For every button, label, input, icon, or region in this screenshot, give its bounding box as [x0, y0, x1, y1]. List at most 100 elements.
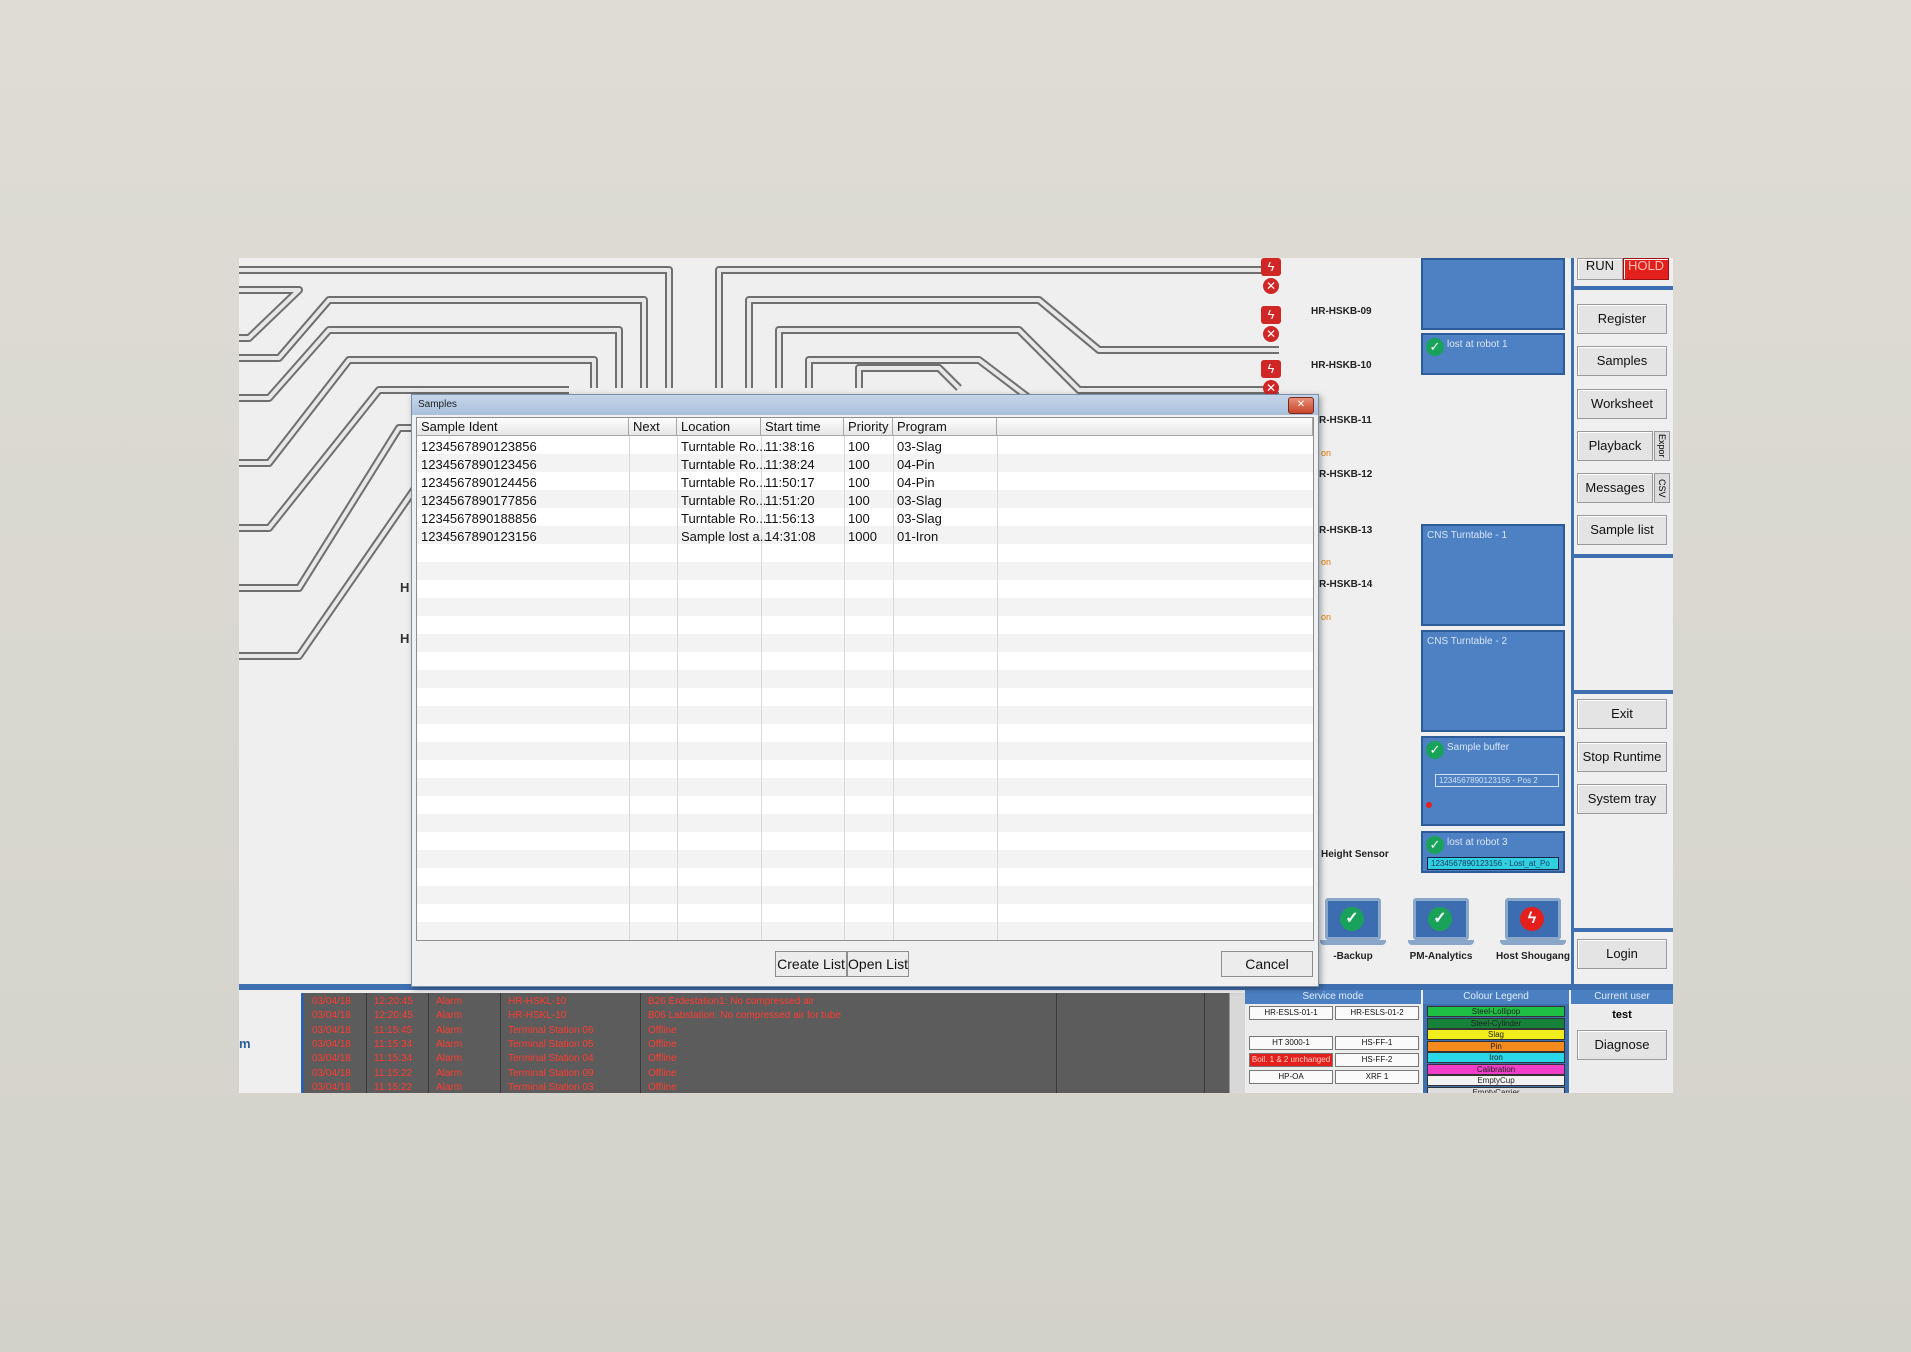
robot-panel[interactable] — [1421, 258, 1565, 330]
exit-button[interactable]: Exit — [1577, 699, 1667, 729]
hold-button[interactable]: HOLD — [1623, 258, 1669, 280]
colour-legend-header: Colour Legend — [1423, 990, 1569, 1004]
close-icon[interactable]: ✕ — [1288, 397, 1314, 414]
column-divider — [677, 436, 678, 940]
buffer-item[interactable]: 1234567890123156 - Pos 2 — [1435, 774, 1559, 787]
log-cell: Terminal Station 04 — [508, 1053, 594, 1065]
status-label: on — [1321, 612, 1332, 622]
laptop-backup[interactable]: ✓ -Backup — [1313, 898, 1393, 962]
log-cell: Alarm — [436, 1081, 463, 1093]
row-stripe — [417, 706, 1313, 724]
log-cell: 11:15:22 — [374, 1081, 413, 1093]
log-cell: 11:15:34 — [374, 1038, 413, 1050]
station-label[interactable]: HR-HSKB-09 — [1311, 306, 1372, 317]
log-cell: Alarm — [436, 1053, 463, 1065]
export-tab[interactable]: Expor — [1654, 431, 1670, 461]
station-status-icons[interactable]: ϟ ✕ — [1261, 258, 1285, 294]
column-header[interactable]: Start time — [761, 418, 844, 436]
row-stripe — [417, 490, 1313, 508]
table-cell: 1234567890124456 — [421, 475, 537, 490]
sample-list-button[interactable]: Sample list — [1577, 515, 1667, 545]
service-mode-item[interactable]: HT 3000-1 — [1249, 1036, 1333, 1050]
close-icon: ✕ — [1263, 278, 1279, 294]
log-scrollbar[interactable] — [1229, 993, 1246, 1093]
station-label[interactable]: R-HSKB-11 — [1319, 415, 1372, 426]
run-button[interactable]: RUN — [1577, 258, 1623, 280]
lost-robot-3-panel[interactable]: ✓ lost at robot 3 1234567890123156 - Los… — [1421, 831, 1565, 873]
column-header[interactable]: Sample Ident — [417, 418, 629, 436]
row-stripe — [417, 562, 1313, 580]
stop-runtime-button[interactable]: Stop Runtime — [1577, 742, 1667, 772]
column-header[interactable]: Location — [677, 418, 761, 436]
panel-title: lost at robot 3 — [1447, 837, 1508, 848]
station-label[interactable]: HR-HSKB-10 — [1311, 360, 1372, 371]
table-cell: 100 — [848, 511, 870, 526]
cancel-button[interactable]: Cancel — [1221, 951, 1313, 977]
table-cell: 03-Slag — [897, 493, 942, 508]
laptop-pm-analytics[interactable]: ✓ PM-Analytics — [1401, 898, 1481, 962]
worksheet-button[interactable]: Worksheet — [1577, 389, 1667, 419]
divider — [1571, 258, 1574, 993]
samples-button[interactable]: Samples — [1577, 346, 1667, 376]
log-column-divider — [500, 993, 501, 1093]
system-tray-button[interactable]: System tray — [1577, 784, 1667, 814]
dialog-title[interactable]: Samples — [412, 395, 1318, 415]
column-header[interactable]: Next — [629, 418, 677, 436]
column-header[interactable]: Priority — [844, 418, 893, 436]
log-cell: Offline — [648, 1081, 677, 1093]
station-label[interactable]: R-HSKB-13 — [1319, 525, 1373, 536]
service-mode-item[interactable]: HS-FF-2 — [1335, 1053, 1419, 1067]
log-cell: Offline — [648, 1038, 677, 1050]
row-stripe — [417, 922, 1313, 940]
table-cell: 1000 — [848, 529, 877, 544]
cns-turntable-1-panel[interactable]: CNS Turntable - 1 — [1421, 524, 1565, 626]
station-label[interactable]: R-HSKB-14 — [1319, 579, 1373, 590]
log-cell: 11:15:34 — [374, 1053, 413, 1065]
service-mode-item[interactable]: HR-ESLS-01-1 — [1249, 1006, 1333, 1020]
login-button[interactable]: Login — [1577, 939, 1667, 969]
service-mode-item[interactable]: Boil. 1 & 2 unchanged — [1249, 1053, 1333, 1067]
csv-tab[interactable]: CSV — [1654, 473, 1670, 503]
log-cell: Offline — [648, 1024, 677, 1036]
track-lines — [239, 266, 1279, 660]
service-mode-item[interactable]: HR-ESLS-01-2 — [1335, 1006, 1419, 1020]
log-cell: Alarm — [436, 1067, 463, 1079]
station-status-icons[interactable]: ϟ ✕ — [1261, 360, 1285, 396]
create-list-button[interactable]: Create List — [775, 951, 847, 977]
cns-turntable-2-panel[interactable]: CNS Turntable - 2 — [1421, 630, 1565, 732]
service-mode-item[interactable]: XRF 1 — [1335, 1070, 1419, 1084]
station-label[interactable]: Height Sensor — [1321, 849, 1389, 860]
lost-item[interactable]: 1234567890123156 - Lost_at_Po — [1427, 857, 1559, 870]
table-cell: 11:38:24 — [765, 457, 815, 472]
row-stripe — [417, 634, 1313, 652]
messages-button[interactable]: Messages — [1577, 473, 1653, 503]
register-button[interactable]: Register — [1577, 304, 1667, 334]
table-cell: 04-Pin — [897, 457, 935, 472]
lost-robot-1-panel[interactable]: ✓ lost at robot 1 — [1421, 333, 1565, 375]
column-header[interactable]: Program — [893, 418, 997, 436]
service-mode-item[interactable]: HS-FF-1 — [1335, 1036, 1419, 1050]
service-mode-item[interactable]: HP-OA — [1249, 1070, 1333, 1084]
bolt-icon: ϟ — [1261, 258, 1281, 276]
row-stripe — [417, 526, 1313, 544]
station-label[interactable]: R-HSKB-12 — [1319, 469, 1373, 480]
log-cell: 11:15:22 — [374, 1067, 413, 1079]
open-list-button[interactable]: Open List — [847, 951, 909, 977]
playback-button[interactable]: Playback — [1577, 431, 1653, 461]
laptop-host-shougang[interactable]: ϟ Host Shougang — [1493, 898, 1573, 962]
log-cell: 11:15:45 — [374, 1024, 413, 1036]
check-icon: ✓ — [1426, 836, 1444, 854]
sample-buffer-panel[interactable]: ✓ Sample buffer 1234567890123156 - Pos 2 — [1421, 736, 1565, 826]
log-cell: B26 Erdestation1: No compressed air — [648, 996, 815, 1007]
diagnose-button[interactable]: Diagnose — [1577, 1030, 1667, 1060]
station-status-icons[interactable]: ϟ ✕ — [1261, 306, 1285, 342]
legend-item: Steel-Cylinder — [1427, 1017, 1565, 1029]
